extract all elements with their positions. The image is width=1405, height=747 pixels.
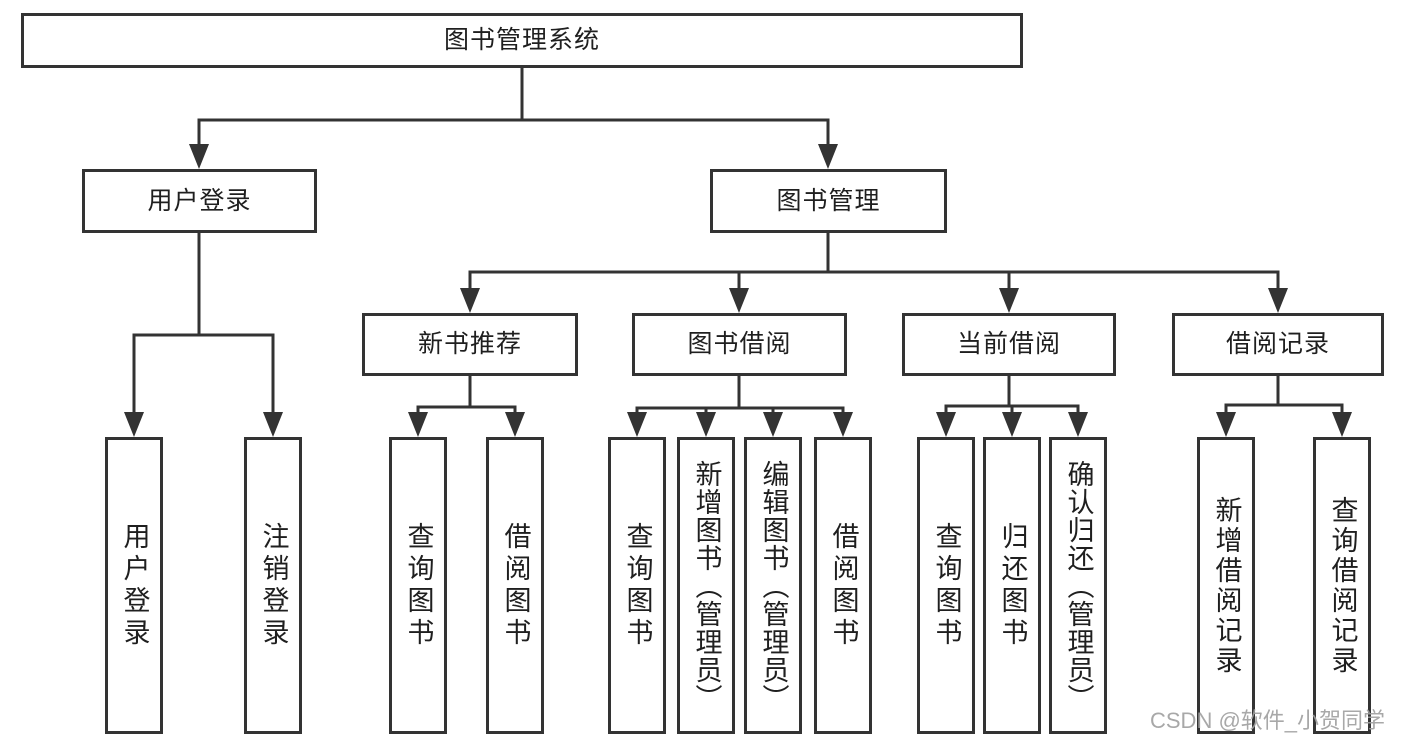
- leaf-query-book-current: 查询图书: [917, 437, 975, 734]
- arrowheads-userlogin-leaves: [124, 412, 283, 437]
- leaf-logout: 注销登录: [244, 437, 302, 734]
- connector-newbookrec-to-leaves: [416, 374, 517, 418]
- leaf-add-borrow-record: 新增借阅记录: [1197, 437, 1255, 734]
- node-user-login: 用户登录: [82, 169, 317, 233]
- leaf-borrow-book-borrowing: 借阅图书: [814, 437, 872, 734]
- arrowheads-level2: [189, 144, 838, 169]
- node-current-borrowing-label: 当前借阅: [956, 330, 1061, 358]
- leaf-borrow-book-recommend-label: 借阅图书: [500, 521, 531, 650]
- leaf-user-login: 用户登录: [105, 437, 163, 734]
- node-book-borrowing-label: 图书借阅: [687, 330, 792, 358]
- leaf-logout-label: 注销登录: [258, 521, 289, 650]
- leaf-query-book-current-label: 查询图书: [931, 521, 962, 650]
- connector-bookmgmt-to-level3: [468, 231, 1280, 294]
- leaf-add-borrow-record-label: 新增借阅记录: [1211, 495, 1242, 676]
- leaf-confirm-return-admin: 确认归还（管理员）: [1049, 437, 1107, 734]
- leaf-query-book-recommend-label: 查询图书: [403, 521, 434, 650]
- leaf-query-book-borrowing-label: 查询图书: [622, 521, 653, 650]
- arrowheads-borrowrecords-leaves: [1216, 412, 1352, 437]
- arrowheads-level3: [460, 288, 1288, 313]
- leaf-edit-book-admin-label: 编辑图书（管理员）: [758, 459, 789, 712]
- arrowheads-newbookrec-leaves: [408, 412, 525, 437]
- connector-userlogin-to-leaves: [132, 231, 275, 418]
- leaf-return-book: 归还图书: [983, 437, 1041, 734]
- leaf-query-book-borrowing: 查询图书: [608, 437, 666, 734]
- arrowheads-bookborrow-leaves: [627, 412, 853, 437]
- node-new-book-recommend: 新书推荐: [362, 313, 578, 376]
- node-root-label: 图书管理系统: [443, 26, 600, 54]
- node-borrowing-records: 借阅记录: [1172, 313, 1384, 376]
- leaf-confirm-return-admin-label: 确认归还（管理员）: [1063, 459, 1094, 712]
- leaf-borrow-book-recommend: 借阅图书: [486, 437, 544, 734]
- leaf-query-borrow-record: 查询借阅记录: [1313, 437, 1371, 734]
- node-book-management-label: 图书管理: [776, 186, 881, 215]
- connector-borrowrecords-to-leaves: [1224, 374, 1344, 418]
- leaf-add-book-admin-label: 新增图书（管理员）: [691, 459, 722, 712]
- node-user-login-label: 用户登录: [147, 186, 252, 215]
- leaf-query-book-recommend: 查询图书: [389, 437, 447, 734]
- node-root: 图书管理系统: [21, 13, 1023, 68]
- connector-bookborrow-to-leaves: [635, 374, 845, 418]
- node-book-management: 图书管理: [710, 169, 947, 233]
- arrowheads-currentborrow-leaves: [936, 412, 1088, 437]
- leaf-user-login-label: 用户登录: [119, 521, 150, 650]
- leaf-return-book-label: 归还图书: [997, 521, 1028, 650]
- leaf-edit-book-admin: 编辑图书（管理员）: [744, 437, 802, 734]
- node-new-book-recommend-label: 新书推荐: [417, 330, 522, 358]
- connector-root-to-level2: [197, 66, 830, 148]
- connector-currentborrow-to-leaves: [944, 374, 1080, 418]
- leaf-add-book-admin: 新增图书（管理员）: [677, 437, 735, 734]
- node-borrowing-records-label: 借阅记录: [1225, 330, 1330, 358]
- leaf-query-borrow-record-label: 查询借阅记录: [1327, 495, 1358, 676]
- node-current-borrowing: 当前借阅: [902, 313, 1116, 376]
- csdn-watermark: CSDN @软件_小贺同学: [1150, 708, 1386, 733]
- node-book-borrowing: 图书借阅: [632, 313, 847, 376]
- leaf-borrow-book-borrowing-label: 借阅图书: [828, 521, 859, 650]
